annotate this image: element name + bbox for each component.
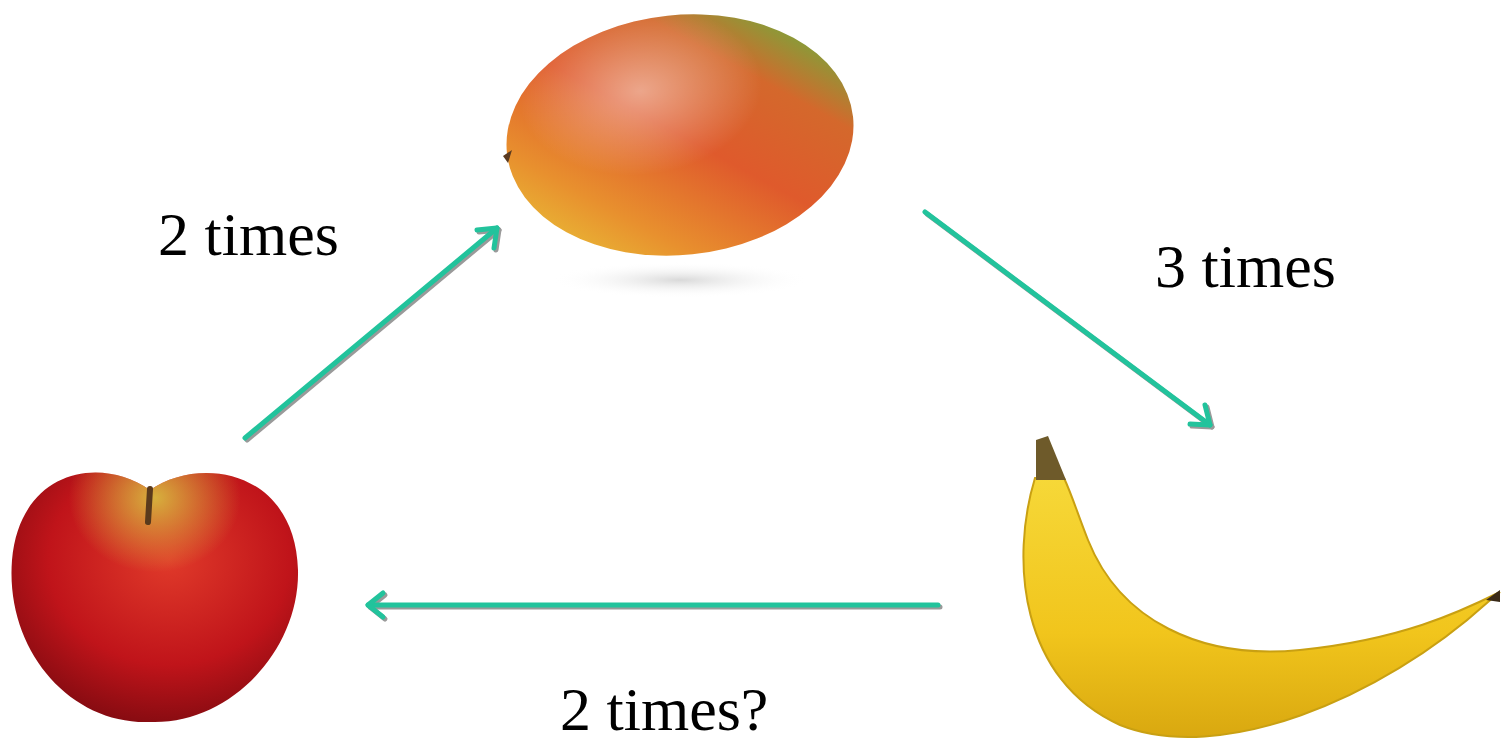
ratio-label: 2 times? (560, 678, 768, 740)
ratio-label: 2 times (158, 203, 339, 265)
ratio-label: 3 times (1155, 235, 1336, 297)
